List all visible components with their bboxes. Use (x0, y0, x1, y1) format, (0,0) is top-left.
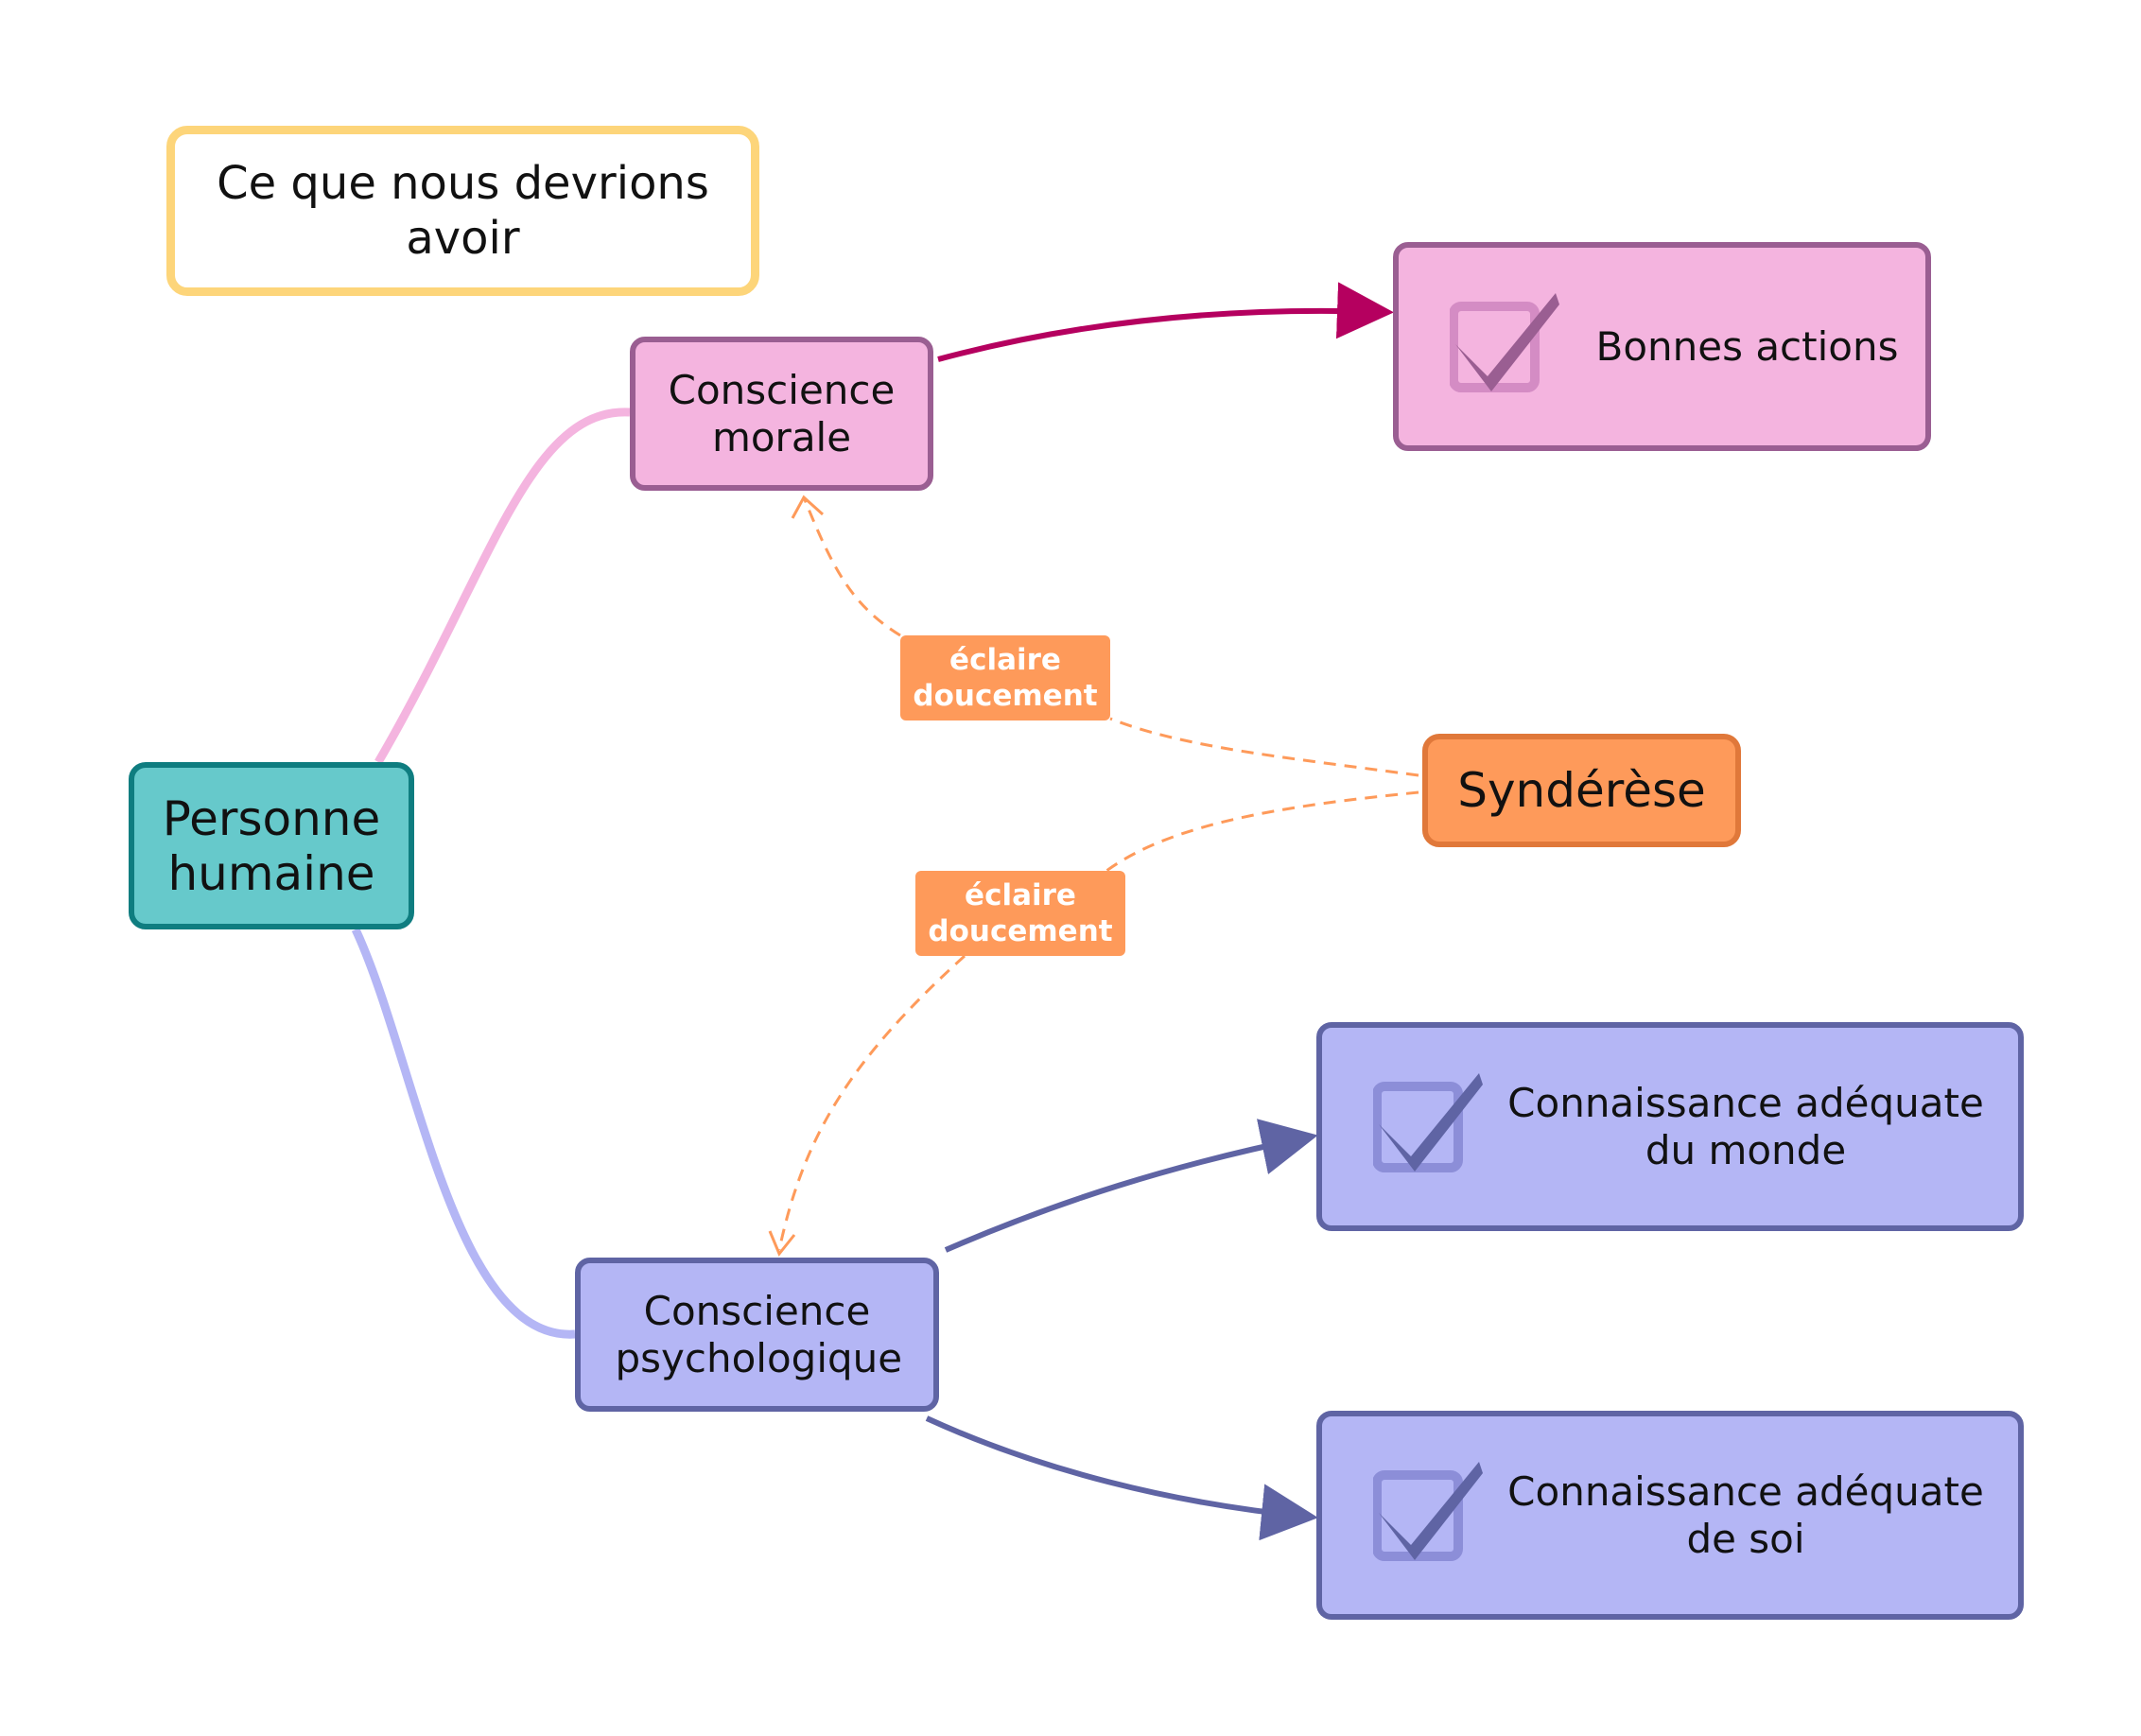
arrow-psycho-to-soi (925, 1415, 1318, 1541)
node-connaissance-soi[interactable]: Connaissance adéquate de soi (1316, 1411, 2024, 1620)
node-connaissance-monde-text: Connaissance adéquate du monde (1507, 1079, 1984, 1173)
node-conscience-morale[interactable]: Conscience morale (630, 337, 933, 491)
dashed-arrowhead-morale (791, 495, 825, 519)
arrow-morale-to-bonnes-actions (937, 282, 1394, 362)
edge-label-bottom-text: éclaire doucement (928, 878, 1113, 948)
branch-personne-to-psycho (351, 928, 576, 1339)
checkbox-checked-icon (1450, 293, 1559, 392)
checkbox-checked-icon (1373, 1462, 1483, 1561)
dashed-link-synderese-to-morale (802, 496, 1419, 777)
node-connaissance-monde-label: Connaissance adéquate du monde (1492, 1028, 1999, 1225)
branch-personne-to-morale (374, 408, 631, 765)
checkbox-checked-icon (1373, 1073, 1483, 1172)
node-bonnes-actions-label: Bonnes actions (1595, 323, 1899, 370)
map-title: Ce que nous devrions avoir (166, 126, 759, 296)
arrow-psycho-to-monde (944, 1119, 1318, 1253)
edge-label-top-text: éclaire doucement (913, 643, 1098, 713)
node-conscience-psychologique-label: Conscience psychologique (615, 1287, 903, 1381)
node-connaissance-monde[interactable]: Connaissance adéquate du monde (1316, 1022, 2024, 1231)
node-bonnes-actions[interactable]: Bonnes actions (1393, 242, 1931, 451)
node-conscience-morale-label: Conscience morale (668, 366, 896, 460)
node-personne-humaine-label: Personne humaine (162, 790, 381, 901)
node-synderese-label: Syndérèse (1457, 763, 1706, 818)
edge-label-eclaire-doucement-bottom: éclaire doucement (915, 871, 1125, 956)
node-conscience-psychologique[interactable]: Conscience psychologique (575, 1258, 939, 1412)
node-connaissance-soi-label: Connaissance adéquate de soi (1492, 1416, 1999, 1614)
dashed-arrowhead-psycho (768, 1230, 796, 1257)
edge-label-eclaire-doucement-top: éclaire doucement (900, 635, 1110, 720)
node-connaissance-soi-text: Connaissance adéquate de soi (1507, 1467, 1984, 1562)
node-synderese[interactable]: Syndérèse (1422, 734, 1741, 847)
map-title-text: Ce que nous devrions avoir (217, 157, 709, 265)
node-personne-humaine[interactable]: Personne humaine (129, 762, 414, 929)
dashed-link-synderese-to-psycho (777, 790, 1419, 1251)
